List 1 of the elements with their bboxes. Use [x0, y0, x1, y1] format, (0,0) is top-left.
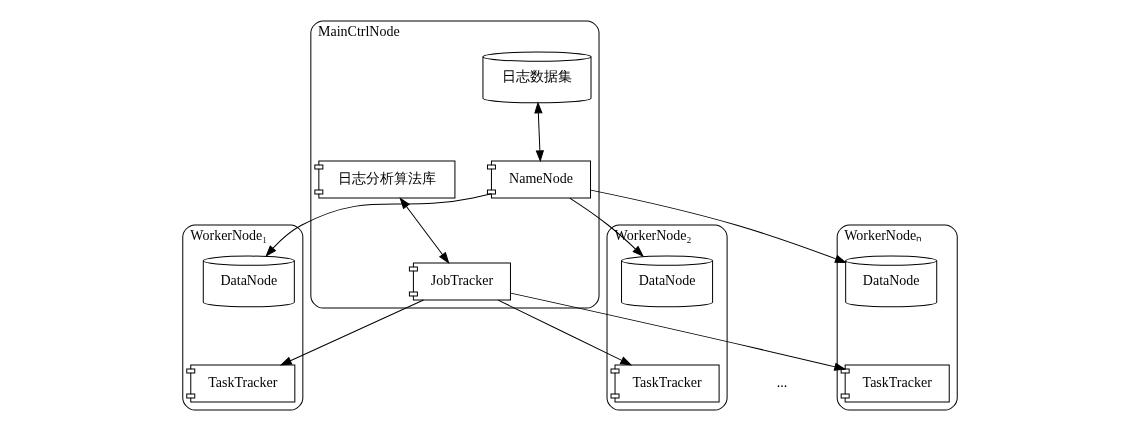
label: ...	[776, 374, 787, 390]
